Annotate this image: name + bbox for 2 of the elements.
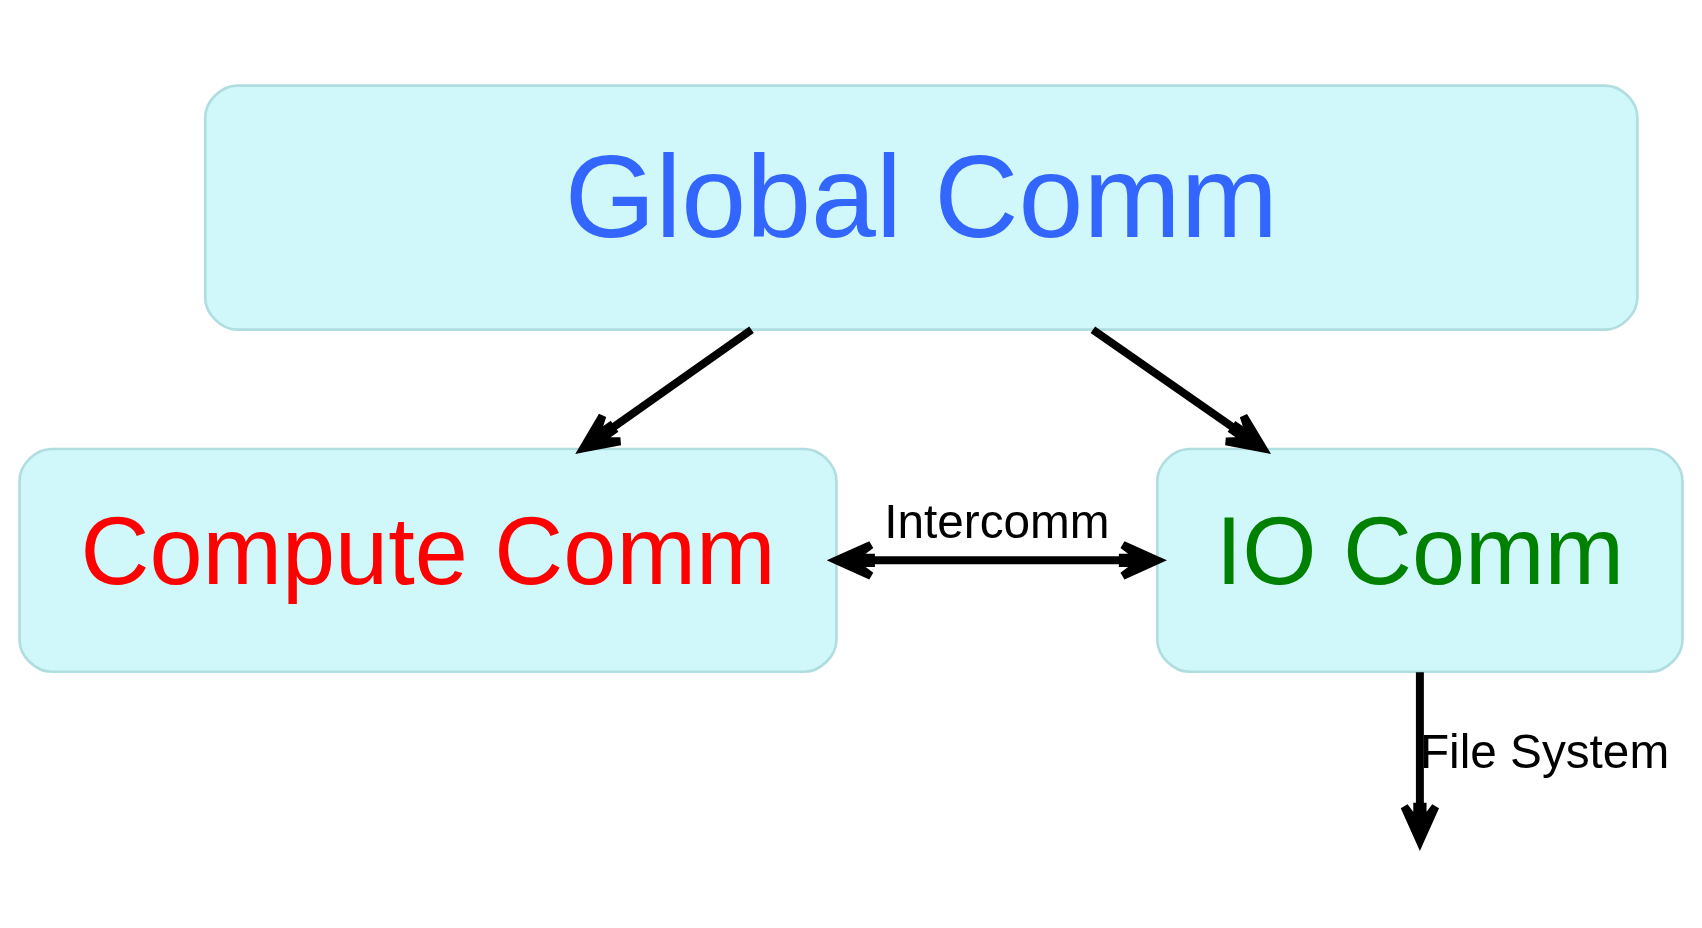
edge-label: Intercomm [884, 494, 1110, 548]
edge-label: File System [1419, 724, 1670, 778]
